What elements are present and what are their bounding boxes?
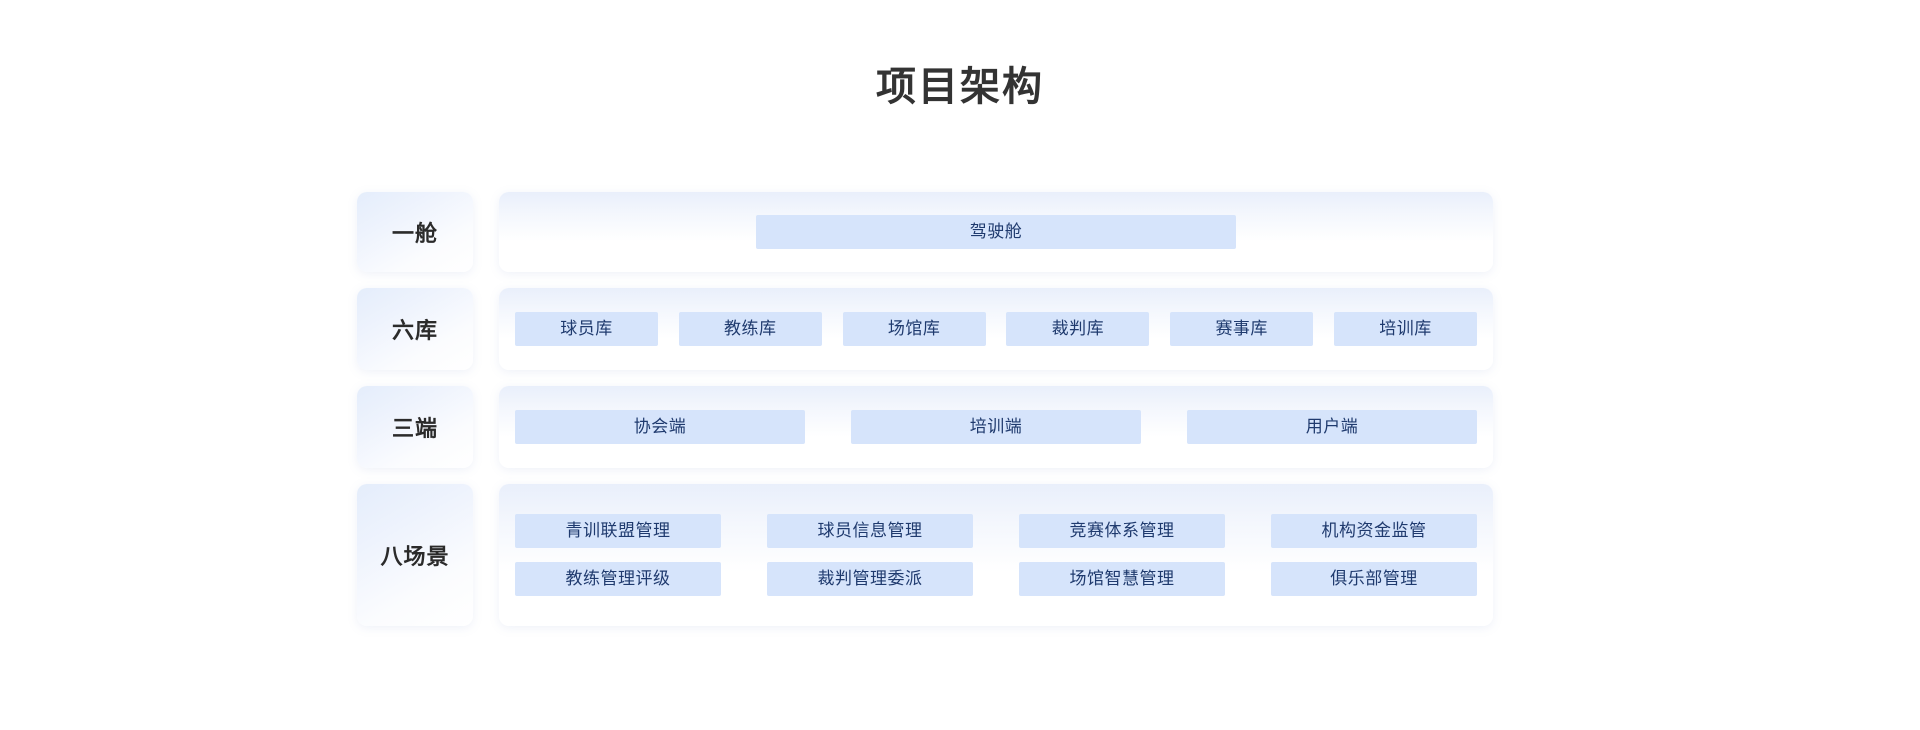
architecture-diagram: 一舱 驾驶舱 六库 球员库 教练库 场馆库 裁判库 赛事库 培训库 (357, 192, 1493, 626)
chip-cockpit[interactable]: 驾驶舱 (756, 215, 1236, 249)
chip-coach-library[interactable]: 教练库 (678, 312, 822, 346)
architecture-row-cabin: 一舱 驾驶舱 (357, 192, 1493, 272)
row-panel-clients: 协会端 培训端 用户端 (499, 386, 1493, 468)
chip-line-scenarios-2: 教练管理评级 裁判管理委派 场馆智慧管理 俱乐部管理 (515, 562, 1477, 596)
chip-club-management[interactable]: 俱乐部管理 (1271, 562, 1477, 596)
row-label-libraries: 六库 (357, 288, 473, 370)
chip-youth-league-management[interactable]: 青训联盟管理 (515, 514, 721, 548)
chip-line-cabin-1: 驾驶舱 (515, 215, 1477, 249)
chip-user-client[interactable]: 用户端 (1187, 410, 1477, 444)
chip-player-info-management[interactable]: 球员信息管理 (767, 514, 973, 548)
architecture-row-scenarios: 八场景 青训联盟管理 球员信息管理 竞赛体系管理 机构资金监管 教练管理评级 裁… (357, 484, 1493, 626)
chip-venue-smart-management[interactable]: 场馆智慧管理 (1019, 562, 1225, 596)
page-title: 项目架构 (876, 65, 1044, 109)
row-label-scenarios: 八场景 (357, 484, 473, 626)
row-label-clients: 三端 (357, 386, 473, 468)
chip-referee-library[interactable]: 裁判库 (1006, 312, 1150, 346)
row-panel-libraries: 球员库 教练库 场馆库 裁判库 赛事库 培训库 (499, 288, 1493, 370)
chip-coach-management-rating[interactable]: 教练管理评级 (515, 562, 721, 596)
chip-line-scenarios-1: 青训联盟管理 球员信息管理 竞赛体系管理 机构资金监管 (515, 514, 1477, 548)
chip-referee-management-assignment[interactable]: 裁判管理委派 (767, 562, 973, 596)
chip-line-clients-1: 协会端 培训端 用户端 (515, 410, 1477, 444)
row-panel-scenarios: 青训联盟管理 球员信息管理 竞赛体系管理 机构资金监管 教练管理评级 裁判管理委… (499, 484, 1493, 626)
architecture-row-clients: 三端 协会端 培训端 用户端 (357, 386, 1493, 468)
row-label-cabin: 一舱 (357, 192, 473, 272)
chip-competition-system-management[interactable]: 竞赛体系管理 (1019, 514, 1225, 548)
chip-training-client[interactable]: 培训端 (851, 410, 1141, 444)
chip-player-library[interactable]: 球员库 (515, 312, 658, 346)
chip-event-library[interactable]: 赛事库 (1170, 312, 1314, 346)
chip-training-library[interactable]: 培训库 (1333, 312, 1477, 346)
architecture-row-libraries: 六库 球员库 教练库 场馆库 裁判库 赛事库 培训库 (357, 288, 1493, 370)
chip-association-client[interactable]: 协会端 (515, 410, 805, 444)
chip-line-libraries-1: 球员库 教练库 场馆库 裁判库 赛事库 培训库 (515, 312, 1477, 346)
row-panel-cabin: 驾驶舱 (499, 192, 1493, 272)
chip-venue-library[interactable]: 场馆库 (842, 312, 986, 346)
chip-institution-fund-supervision[interactable]: 机构资金监管 (1271, 514, 1477, 548)
